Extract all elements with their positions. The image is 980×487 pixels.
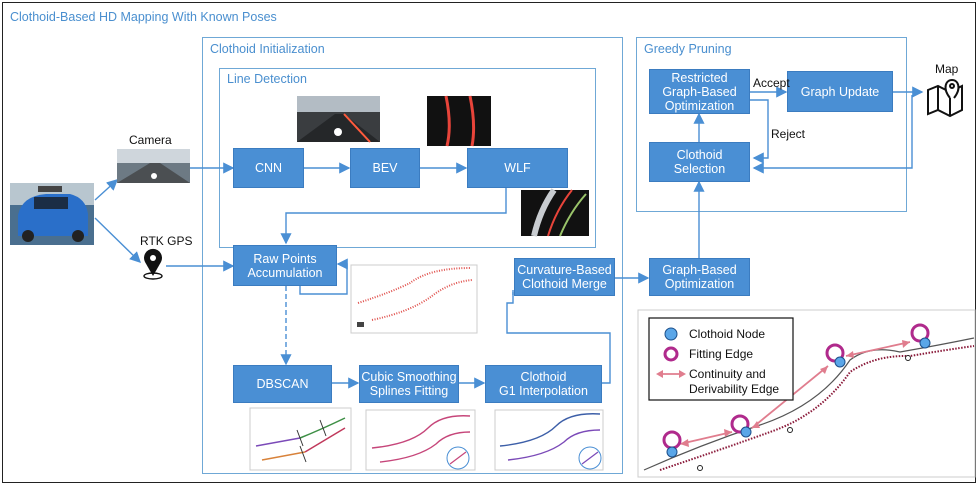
camera-photo xyxy=(117,149,190,183)
legend-continuity-label-1: Continuity and xyxy=(689,367,766,381)
map-icon xyxy=(927,78,963,118)
section-clothoid-initialization xyxy=(202,37,623,474)
raw-points-thumbnail xyxy=(350,264,478,334)
bev-block: BEV xyxy=(350,148,420,188)
rtk-gps-label: RTK GPS xyxy=(140,234,193,248)
map-label: Map xyxy=(935,62,959,76)
section-title-init: Clothoid Initialization xyxy=(210,42,325,56)
restricted-optimization-block: Restricted Graph-Based Optimization xyxy=(649,69,750,114)
cnn-block: CNN xyxy=(233,148,304,188)
clothoid-g1-thumbnail xyxy=(494,409,604,471)
wlf-output-photo xyxy=(521,188,589,237)
raw-points-block: Raw Points Accumulation xyxy=(233,245,337,286)
dbscan-thumbnail xyxy=(249,407,352,471)
legend-continuity-label-2: Derivability Edge xyxy=(689,382,780,396)
clothoid-g1-block: Clothoid G1 Interpolation xyxy=(485,365,602,403)
clothoid-graph-panel xyxy=(637,309,976,478)
vehicle-photo xyxy=(10,183,94,245)
cubic-smoothing-block: Cubic Smoothing Splines Fitting xyxy=(359,365,459,403)
bev-output-photo xyxy=(427,95,491,147)
legend-node-label: Clothoid Node xyxy=(689,327,766,341)
graph-optimization-block: Graph-Based Optimization xyxy=(649,258,750,296)
accept-label: Accept xyxy=(753,76,790,90)
reject-label: Reject xyxy=(771,127,806,141)
cnn-output-photo xyxy=(297,96,380,143)
gps-pin-icon xyxy=(143,248,163,280)
cubic-spline-thumbnail xyxy=(365,409,476,471)
section-title-greedy: Greedy Pruning xyxy=(644,42,732,56)
section-greedy-pruning xyxy=(636,37,907,212)
section-line-detection xyxy=(219,68,596,248)
dbscan-block: DBSCAN xyxy=(233,365,332,403)
wlf-block: WLF xyxy=(467,148,568,188)
figure-title: Clothoid-Based HD Mapping With Known Pos… xyxy=(10,10,277,24)
clothoid-selection-block: Clothoid Selection xyxy=(649,142,750,182)
camera-label: Camera xyxy=(129,133,172,147)
curvature-merge-block: Curvature-Based Clothoid Merge xyxy=(514,258,615,296)
graph-update-block: Graph Update xyxy=(787,71,893,112)
legend-fitting-label: Fitting Edge xyxy=(689,347,754,361)
section-title-line-detection: Line Detection xyxy=(227,72,307,86)
